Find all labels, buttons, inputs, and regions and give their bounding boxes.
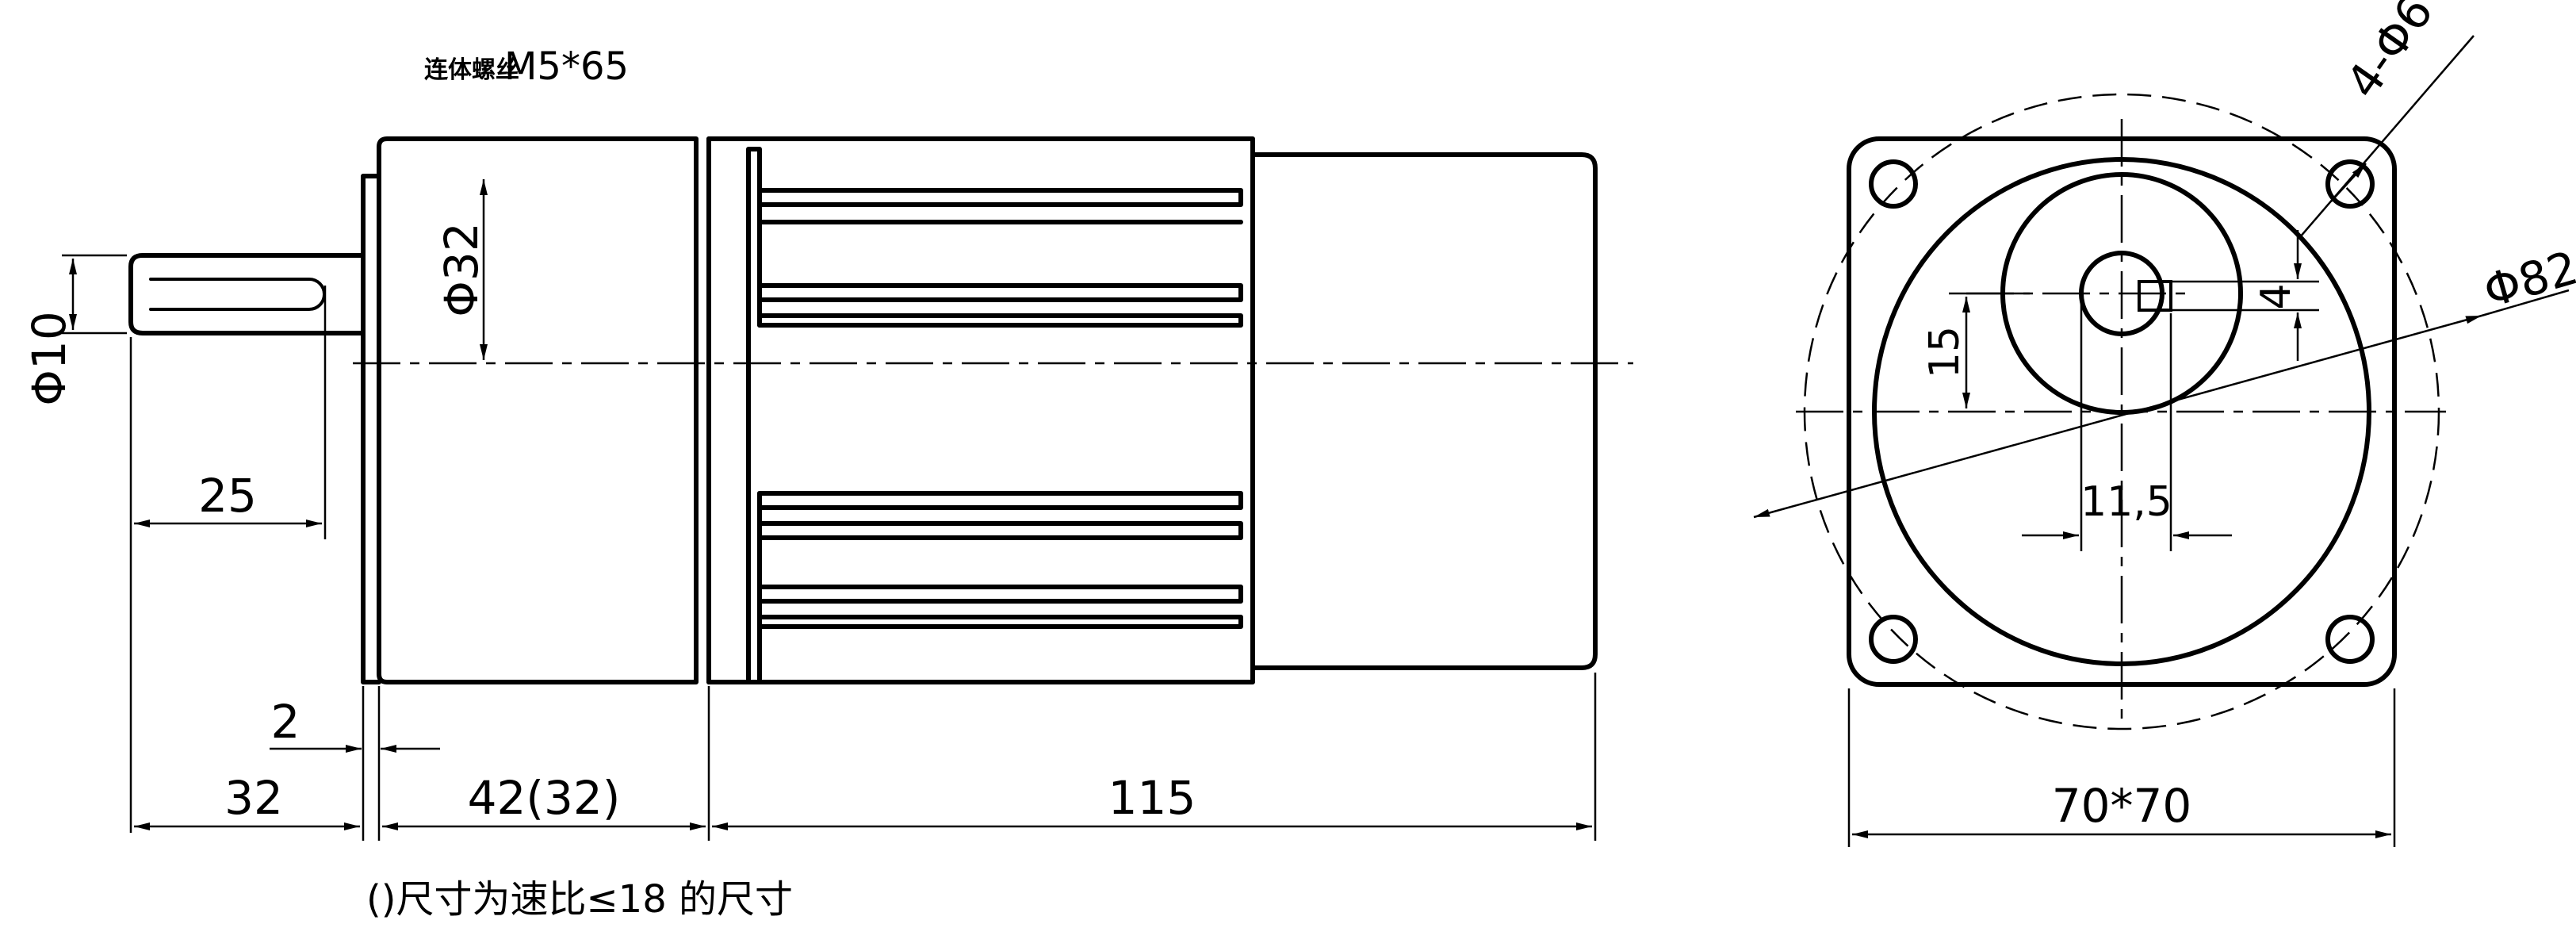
- mount-holes-label: 4-Φ6: [2336, 0, 2444, 108]
- shaft-keyway: [149, 278, 326, 311]
- gearbox-housing: [377, 136, 699, 684]
- side-view: Φ10 25 Φ32 2 32 42(32) 115: [22, 136, 1633, 841]
- shaft-outline: [128, 253, 363, 335]
- motor-end-cap: [1250, 152, 1598, 670]
- front-key: [2138, 280, 2172, 312]
- pilot-thickness-label: 2: [271, 695, 300, 749]
- pilot-step: [361, 174, 381, 684]
- pilot-diameter-label: Φ32: [434, 222, 488, 316]
- gearbox-length-label: 42(32): [468, 771, 621, 825]
- bolt-circle-label: Φ82: [2478, 240, 2576, 318]
- mount-hole-bottom-right: [2325, 615, 2375, 664]
- cooling-fins-top: [757, 188, 1243, 328]
- shaft-diameter-label: Φ10: [22, 311, 76, 405]
- mount-hole-leader: [2298, 35, 2475, 239]
- screw-note-spec: M5*65: [504, 44, 629, 89]
- bolt-circle-dia-line: [1753, 314, 2482, 519]
- bolt-circle-dia-leader: [2481, 289, 2570, 317]
- cooling-fins-bottom: [757, 491, 1243, 629]
- motor-body: [706, 136, 1255, 684]
- mount-hole-bottom-left: [1869, 615, 1918, 664]
- footnote-text: ()尺寸为速比≤18 的尺寸: [366, 877, 793, 922]
- shaft-projection-label: 32: [224, 771, 283, 825]
- shaft-offset-label: 15: [1921, 326, 1969, 378]
- flange-size-label: 70*70: [2052, 779, 2192, 833]
- screw-note-label: 连体螺丝: [424, 56, 519, 84]
- key-height-label: 11,5: [2080, 478, 2172, 526]
- shaft-length-label: 25: [198, 469, 257, 523]
- motor-length-label: 115: [1108, 771, 1196, 825]
- mount-hole-leader-arrow: [2330, 163, 2367, 202]
- mount-hole-top-right: [2325, 159, 2375, 209]
- key-width-label: 4: [2253, 283, 2300, 309]
- mount-hole-top-left: [1869, 159, 1918, 209]
- front-view: Φ82 4-Φ6 15 4 11,5 70*70: [1753, 0, 2576, 847]
